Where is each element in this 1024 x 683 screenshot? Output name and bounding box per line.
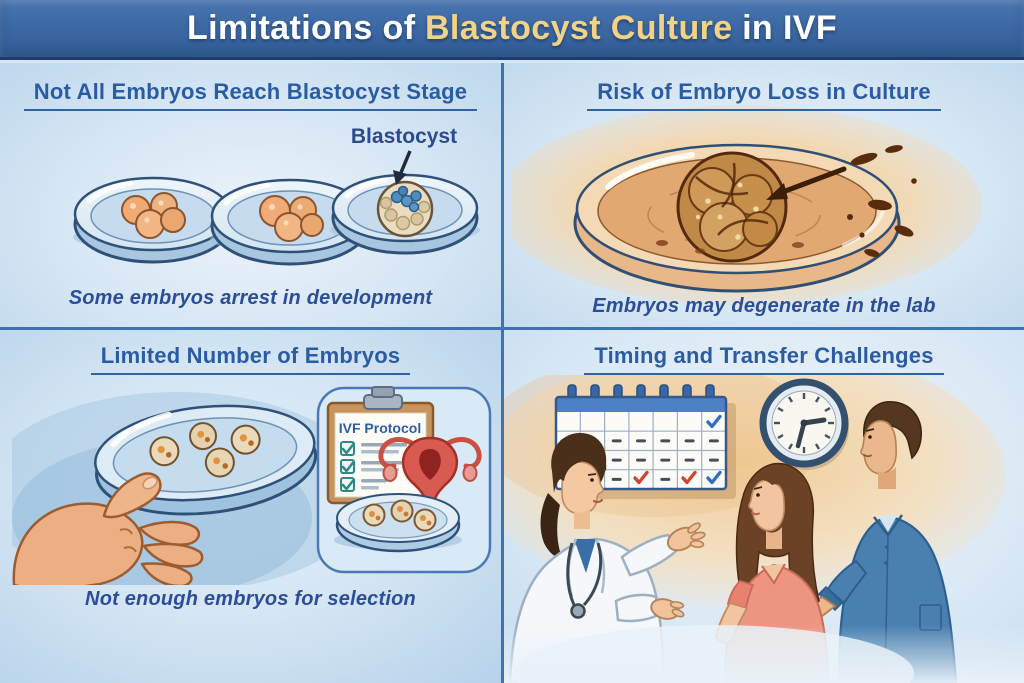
- title-highlight: Blastocyst Culture: [424, 9, 733, 47]
- panel-timing-transfer: Timing and Transfer Challenges: [504, 330, 1024, 683]
- panel-caption: Embryos may degenerate in the lab: [592, 295, 936, 317]
- blastocyst-arrow-icon: [393, 150, 412, 185]
- panel-caption: Not enough embryos for selection: [85, 588, 416, 610]
- degenerating-embryo: [676, 151, 788, 263]
- blastocyst-dish: [330, 173, 480, 255]
- consultation-scene-illustration: [504, 375, 1024, 683]
- panel-heading: Limited Number of Embryos: [0, 343, 501, 375]
- debris-specks: [847, 145, 917, 257]
- stethoscope-icon: [566, 542, 603, 619]
- panel-heading: Timing and Transfer Challenges: [504, 343, 1024, 375]
- embryo-cluster: [121, 192, 186, 239]
- checklist: [340, 441, 407, 492]
- doctor-hand-lower: [650, 598, 685, 620]
- uterus-icon: [378, 436, 482, 504]
- title-suffix: in IVF: [742, 9, 838, 47]
- embryo-cluster: [259, 195, 324, 242]
- embryo-cluster: [149, 422, 261, 478]
- degenerating-embryo-illustration: [512, 105, 982, 305]
- panel-petri-dish: [334, 493, 462, 553]
- doctor-hand-upper: [666, 522, 706, 552]
- petri-dish-icon: [73, 176, 233, 264]
- embryo-cluster: [362, 499, 437, 532]
- panel-limited-embryos: Limited Number of Embryos IVF Protocol: [0, 330, 504, 683]
- panel-heading: Risk of Embryo Loss in Culture: [504, 79, 1024, 111]
- panel-not-all-embryos: Not All Embryos Reach Blastocyst Stage: [0, 63, 504, 330]
- ponytail: [540, 493, 562, 558]
- hand-and-protocol-illustration: IVF Protocol: [12, 386, 492, 585]
- blastocyst-embryo: [376, 180, 434, 238]
- clock-icon: [759, 378, 849, 470]
- panel-heading: Not All Embryos Reach Blastocyst Stage: [0, 79, 501, 111]
- title-prefix: Limitations of: [186, 9, 416, 47]
- hand-illustration: [12, 472, 204, 585]
- petri-dish-progression-illustration: Blastocyst: [73, 125, 480, 266]
- watercolor-fade: [504, 625, 1024, 683]
- petri-dish-icon: [210, 178, 370, 266]
- clipboard-title: IVF Protocol: [339, 420, 421, 436]
- blastocyst-label: Blastocyst: [351, 125, 457, 148]
- panel-caption: Some embryos arrest in development: [68, 287, 433, 309]
- loss-arrow-icon: [766, 145, 917, 257]
- panel-embryo-loss: Risk of Embryo Loss in Culture: [504, 63, 1024, 330]
- protocol-panel: IVF Protocol: [316, 386, 492, 574]
